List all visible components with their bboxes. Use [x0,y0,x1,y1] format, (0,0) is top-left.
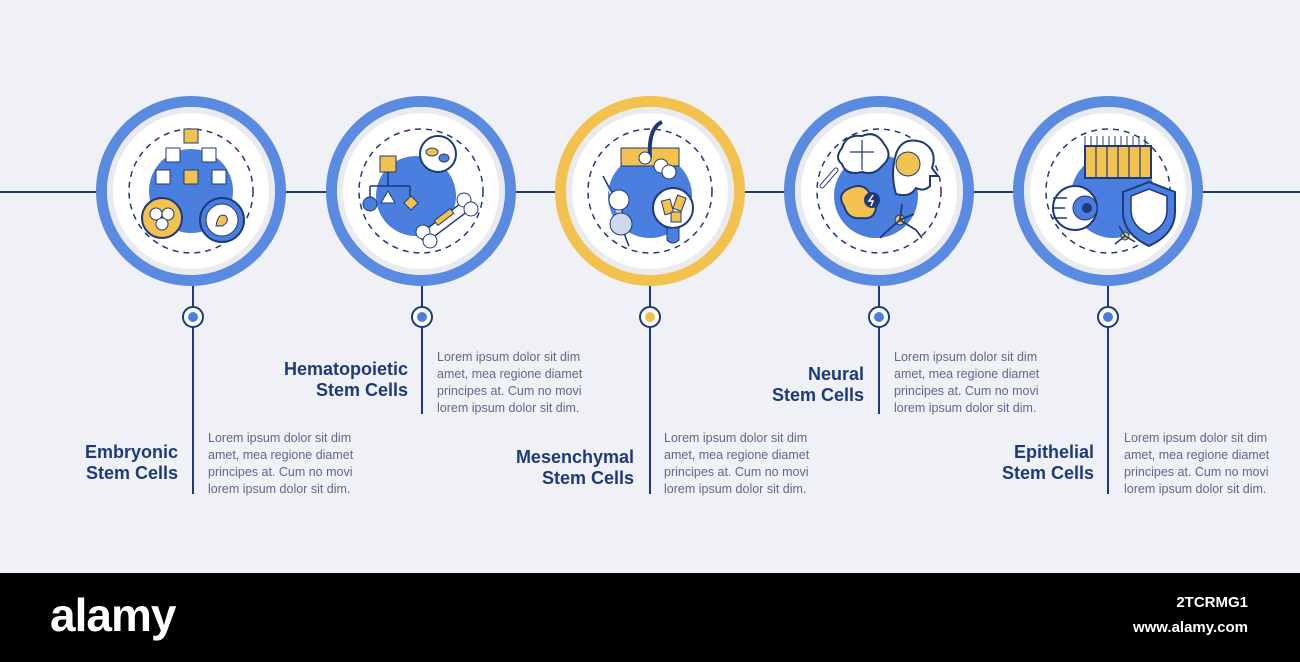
bone-marrow-icon [358,128,484,254]
step-2-circle [326,96,516,286]
brand-logo: alamy [50,589,176,641]
step-4-marker [868,306,890,328]
step-2-marker [411,306,433,328]
step-4-circle [784,96,974,286]
connective-tissue-icon [587,120,713,254]
step-3-marker [639,306,661,328]
step-3-circle [555,96,745,286]
image-code: 2TCRMG1 [1176,594,1248,611]
brain-neuron-icon [816,128,942,254]
step-5-circle [1013,96,1203,286]
step-5-marker [1097,306,1119,328]
step-2-stem [421,286,423,414]
step-1-circle [96,96,286,286]
skin-eye-shield-icon [1045,128,1176,254]
step-5-stem [1107,286,1109,494]
step-3-stem [649,286,651,494]
step-1-stem [192,286,194,494]
site-url: www.alamy.com [1132,619,1248,636]
embryo-cells-icon [128,128,254,254]
watermark-footer [0,573,1300,662]
step-4-stem [878,286,880,414]
step-1-marker [182,306,204,328]
